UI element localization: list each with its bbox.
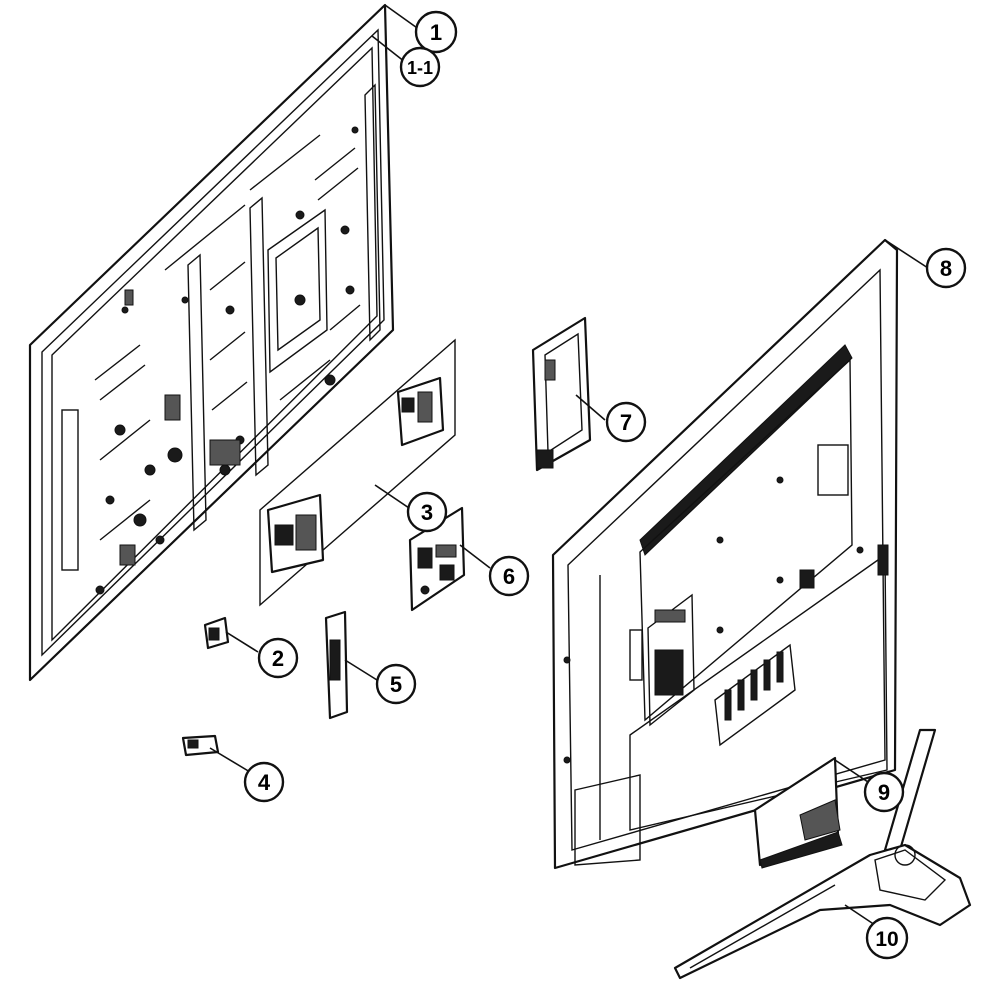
callout-label-10: 10	[875, 928, 898, 951]
callout-8: 8	[925, 247, 967, 289]
rear-cover-part	[551, 238, 929, 870]
board-group-part	[259, 338, 456, 607]
stand-neck-part-9	[753, 756, 869, 869]
callout-label-4: 4	[258, 770, 271, 795]
display-panel-part	[28, 3, 421, 682]
bar-part-5	[324, 610, 378, 720]
callout-label-8: 8	[940, 256, 952, 281]
power-board-part-7	[531, 316, 606, 472]
callout-7: 7	[605, 401, 647, 443]
callout-2: 2	[257, 637, 299, 679]
callout-label-3: 3	[421, 500, 433, 525]
callout-label-7: 7	[620, 410, 632, 435]
clip-part-4	[181, 734, 251, 773]
callout-3: 3	[406, 491, 448, 533]
callout-9: 9	[863, 771, 905, 813]
pcb-part-6	[408, 506, 491, 612]
callout-1-1: 1-1	[399, 46, 441, 88]
callout-label-2: 2	[272, 646, 284, 671]
callout-label-9: 9	[878, 780, 890, 805]
stand-base-part-10	[673, 728, 972, 980]
callout-5: 5	[375, 663, 417, 705]
callout-label-5: 5	[390, 672, 402, 697]
callout-label-1-1: 1-1	[407, 58, 433, 78]
callout-label-6: 6	[503, 564, 515, 589]
callout-4: 4	[243, 761, 285, 803]
callout-label-1: 1	[430, 20, 442, 45]
bracket-part-2	[203, 616, 259, 653]
callout-10: 10	[865, 916, 909, 960]
callout-1: 1	[414, 10, 458, 54]
callout-6: 6	[488, 555, 530, 597]
